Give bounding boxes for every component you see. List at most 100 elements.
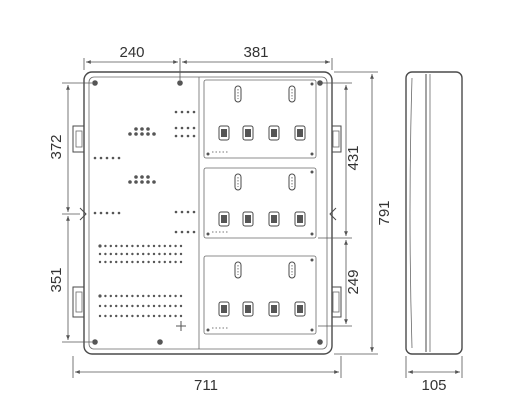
dot [104, 252, 107, 256]
side-view [405, 71, 463, 355]
dim-overall-height: 791 [376, 200, 393, 225]
dot [136, 244, 139, 248]
dot [163, 252, 166, 256]
dot [136, 304, 139, 308]
dot [152, 304, 156, 308]
dot [146, 180, 150, 184]
dot [140, 180, 144, 184]
dot [146, 132, 150, 136]
dot [147, 260, 150, 264]
dot [98, 314, 102, 318]
dot [186, 126, 190, 130]
dot [99, 156, 103, 160]
dot [125, 294, 129, 298]
dot [98, 304, 102, 308]
dot [174, 110, 178, 114]
dot [109, 314, 113, 318]
left-panel-dots [93, 110, 196, 331]
dot [163, 244, 166, 248]
dot [169, 314, 172, 318]
mount-hole [157, 339, 163, 345]
dot [120, 294, 123, 298]
dot [109, 244, 113, 248]
dot [152, 244, 156, 248]
dot [180, 230, 184, 234]
dot [174, 304, 177, 308]
dot [111, 211, 115, 215]
left-hinges [72, 125, 85, 318]
dot [131, 244, 134, 248]
dot [180, 134, 184, 138]
dot [174, 260, 177, 264]
dot [186, 110, 190, 114]
dot [125, 314, 129, 318]
dot [120, 244, 123, 248]
dim-left-upper-height: 372 [48, 134, 65, 159]
dot [142, 294, 145, 298]
dot [134, 175, 138, 179]
meter-compartments [203, 79, 317, 335]
dot [104, 244, 107, 248]
dot [179, 252, 183, 256]
dot [158, 252, 161, 256]
dot [179, 314, 183, 318]
dot [105, 211, 109, 215]
dot [192, 210, 196, 214]
dot [192, 110, 196, 114]
dot [125, 252, 129, 256]
dot [158, 294, 161, 298]
mount-hole [317, 339, 323, 345]
ground-symbol [176, 321, 186, 331]
meter-compartment [203, 255, 317, 335]
dim-top-left-width: 240 [119, 44, 144, 61]
dot [120, 314, 123, 318]
dot [120, 304, 123, 308]
dot [180, 110, 184, 114]
dimension-labels: 240 381 372 351 431 249 791 711 105 [48, 44, 447, 394]
dot [98, 252, 102, 256]
dot [147, 314, 150, 318]
dot [146, 175, 150, 179]
dot [192, 126, 196, 130]
dot [169, 252, 172, 256]
dot [158, 260, 161, 264]
dot [120, 252, 123, 256]
dot [142, 304, 145, 308]
dot [134, 180, 138, 184]
dot [158, 244, 161, 248]
dot [152, 252, 156, 256]
dot [115, 252, 118, 256]
right-hinges [331, 125, 342, 318]
dot [140, 132, 144, 136]
dot [179, 294, 183, 298]
dot [93, 156, 97, 160]
dot [140, 175, 144, 179]
dot [115, 304, 118, 308]
dot [104, 294, 107, 298]
dot [115, 244, 118, 248]
dot [98, 294, 102, 298]
dot [117, 156, 121, 160]
dot [136, 252, 139, 256]
dot [158, 304, 161, 308]
dot [174, 314, 177, 318]
dimension-lines [62, 58, 463, 378]
dot [115, 314, 118, 318]
dot [152, 180, 156, 184]
dot [174, 252, 177, 256]
dot [142, 260, 145, 264]
dot [169, 244, 172, 248]
dot [147, 304, 150, 308]
dot [179, 244, 183, 248]
dot [186, 210, 190, 214]
dot [147, 294, 150, 298]
dot [163, 304, 166, 308]
dot [109, 260, 113, 264]
dot [174, 230, 178, 234]
dot [131, 314, 134, 318]
mount-hole [92, 339, 98, 345]
mount-hole [92, 80, 98, 86]
dot [140, 127, 144, 131]
dot [152, 260, 156, 264]
